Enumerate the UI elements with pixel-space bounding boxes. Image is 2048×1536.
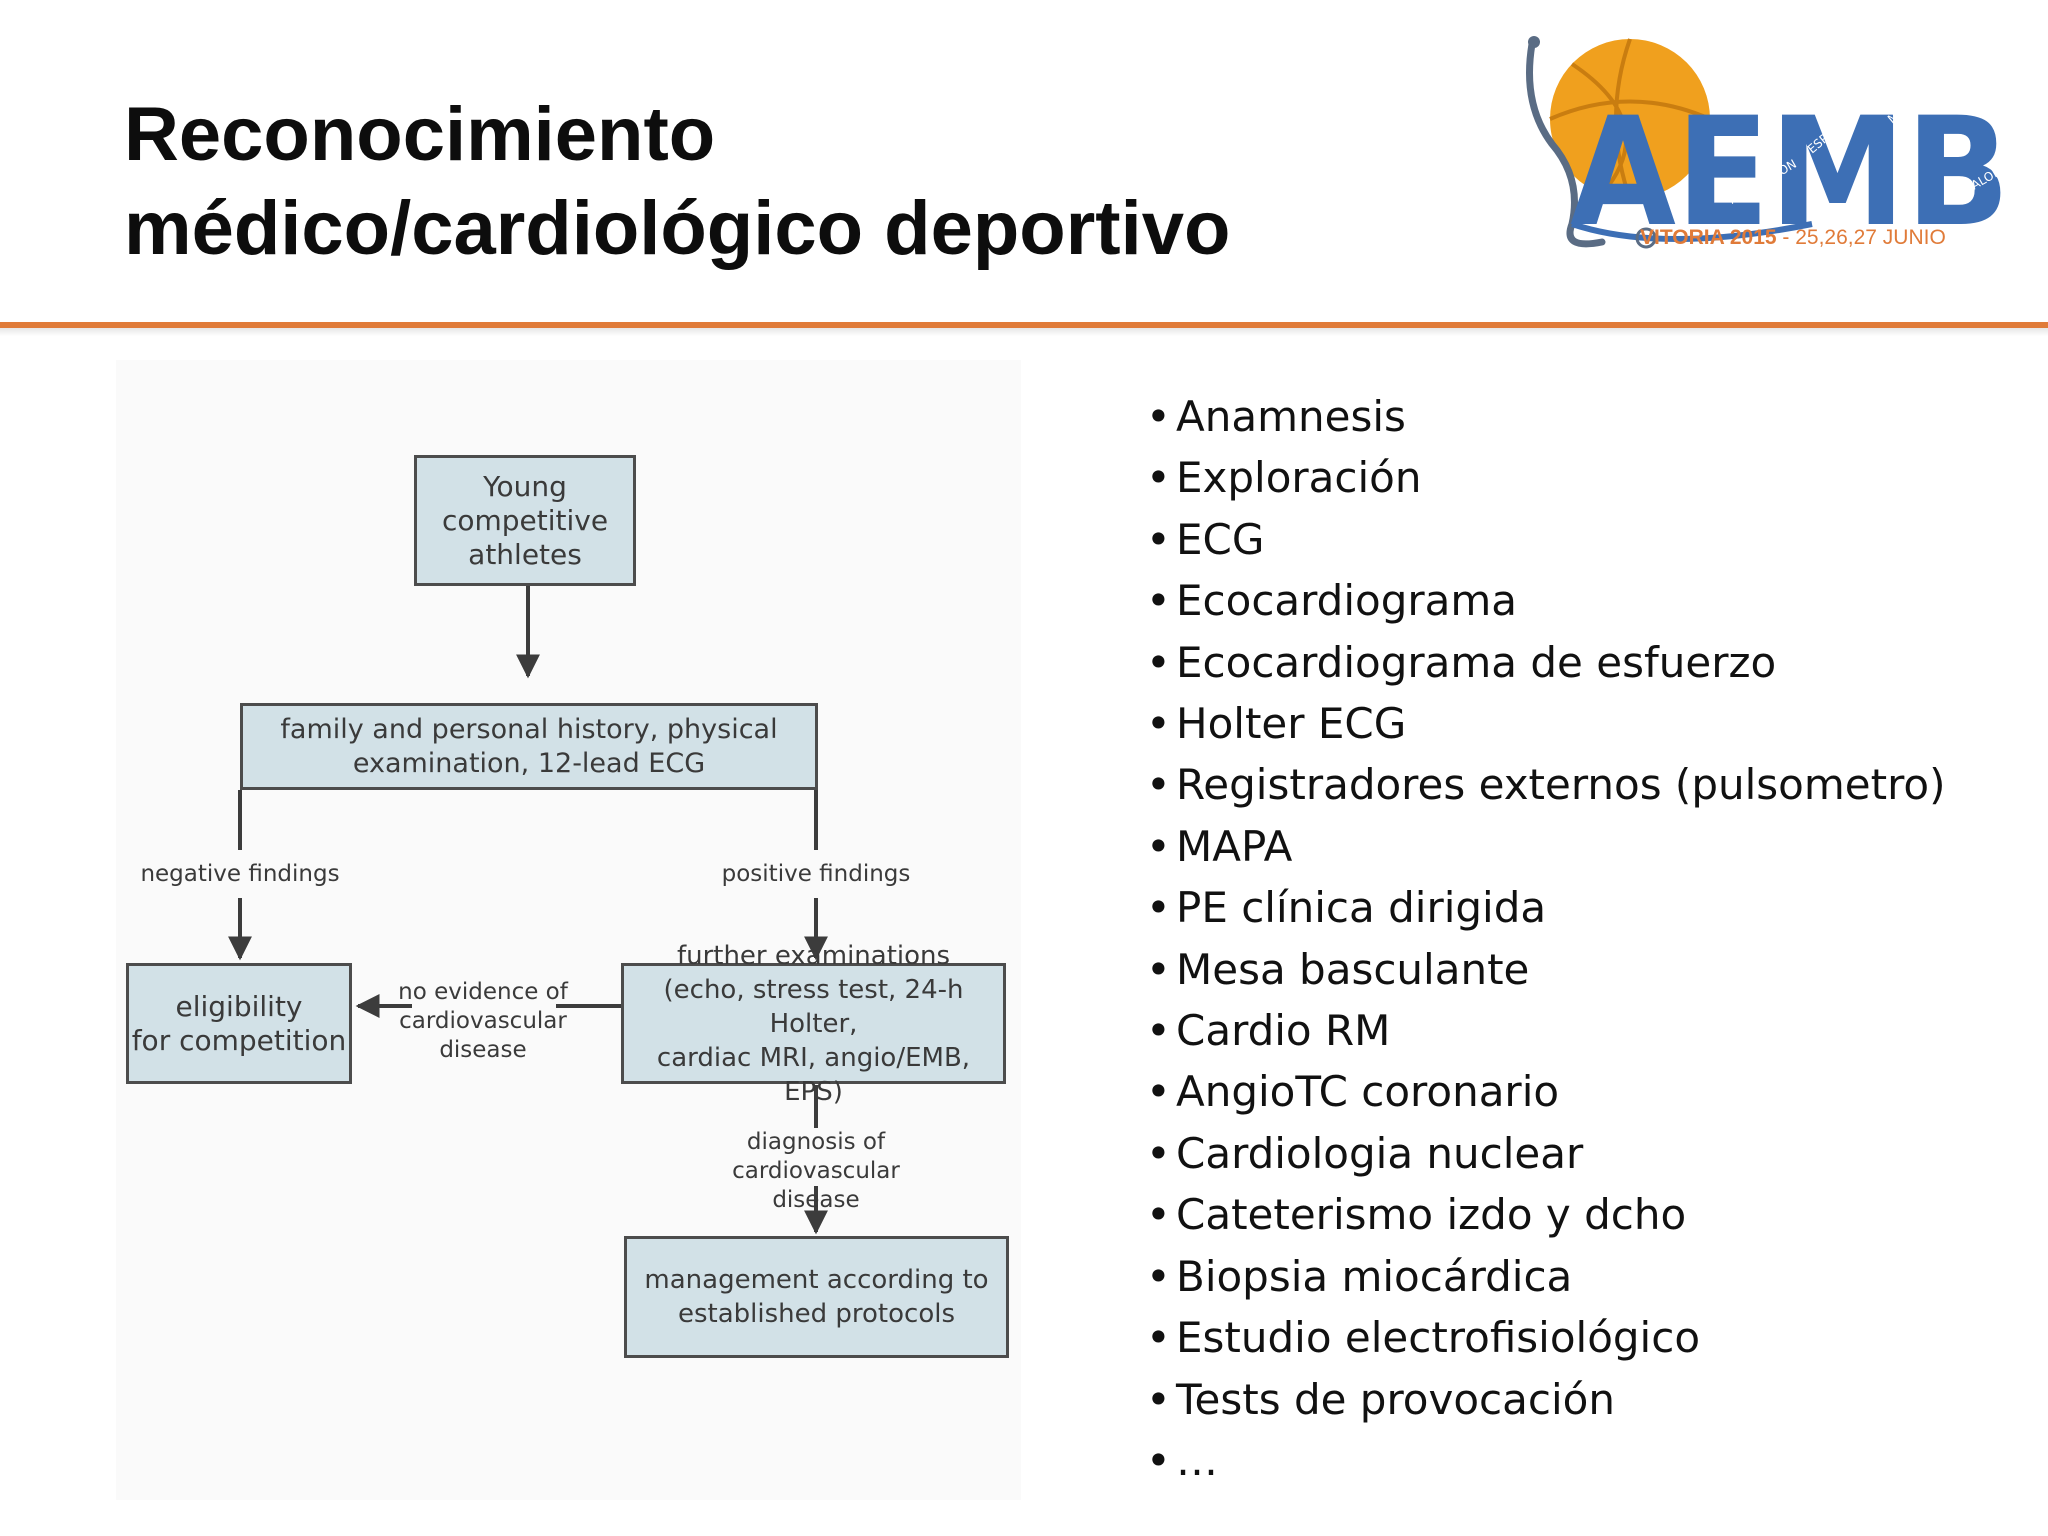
- label-no-evidence-line-1: no evidence of: [398, 979, 568, 1005]
- stethoscope-icon: [1526, 40, 1606, 248]
- list-item-text: MAPA: [1176, 821, 1293, 871]
- node-history-exam-line-1: family and personal history, physical: [280, 713, 778, 745]
- node-eligibility-line-1: eligibility: [175, 989, 303, 1023]
- node-management-line-1: management according to: [644, 1265, 989, 1295]
- list-item-text: Tests de provocación: [1176, 1374, 1615, 1424]
- bullet-glyph: •: [1146, 392, 1171, 441]
- list-item: •Exploración: [1146, 447, 2026, 508]
- list-item: •Holter ECG: [1146, 693, 2026, 754]
- list-item-text: Exploración: [1176, 453, 1422, 503]
- list-item-text: Ecocardiograma de esfuerzo: [1176, 637, 1777, 687]
- header-divider-shadow: [0, 328, 2048, 336]
- bullet-glyph: •: [1146, 453, 1171, 503]
- node-further-exams: further examinations (echo, stress test,…: [621, 941, 1006, 1107]
- label-positive-findings: positive findings: [721, 861, 911, 887]
- list-item: •Registradores externos (pulsometro): [1146, 754, 2026, 815]
- label-negative-findings: negative findings: [140, 861, 340, 887]
- node-further-exams-line-1: further examinations: [676, 940, 951, 971]
- logo-letters: AEMB: [1570, 86, 2010, 260]
- node-young-athletes-line-2: competitive: [441, 503, 609, 537]
- bullet-glyph: •: [1146, 883, 1171, 933]
- list-item-text: Biopsia miocárdica: [1176, 1251, 1573, 1301]
- bullet-glyph: •: [1146, 514, 1171, 564]
- list-item: •Anamnesis: [1146, 386, 2026, 447]
- bullet-glyph: •: [1146, 1313, 1171, 1363]
- bullet-glyph: •: [1146, 637, 1171, 687]
- node-further-exams-line-3: cardiac MRI, angio/EMB, EPS): [656, 1042, 971, 1107]
- list-item-text: ECG: [1176, 514, 1265, 564]
- list-item: •AngioTC coronario: [1146, 1061, 2026, 1122]
- list-item-text: Estudio electrofisiológico: [1176, 1313, 1701, 1363]
- list-item-text: Cateterismo izdo y dcho: [1176, 1190, 1687, 1240]
- bullet-glyph: •: [1146, 1006, 1171, 1056]
- bullet-glyph: •: [1146, 760, 1171, 810]
- aemb-logo-graphic: AEMB ASOCIACIÓN ESPAÑOLA MÉDICOS BALONCE…: [1526, 36, 2022, 260]
- node-young-athletes-line-3: athletes: [468, 537, 582, 571]
- list-item-text: …: [1176, 1435, 1218, 1485]
- list-item: •Biopsia miocárdica: [1146, 1246, 2026, 1307]
- list-item: •Mesa basculante: [1146, 939, 2026, 1000]
- bullet-glyph: •: [1146, 944, 1171, 994]
- bullet-glyph: •: [1146, 1435, 1171, 1485]
- list-item-text: PE clínica dirigida: [1176, 883, 1547, 933]
- list-item-text: Cardio RM: [1176, 1006, 1391, 1056]
- label-diagnosis-line-2: cardiovascular disease: [732, 1158, 900, 1213]
- list-item-text: Registradores externos (pulsometro): [1176, 760, 1946, 810]
- bullet-glyph: •: [1146, 1190, 1171, 1240]
- logo-caption-city: VITORIA 2015: [1640, 226, 1777, 249]
- list-item: •MAPA: [1146, 816, 2026, 877]
- bullet-glyph: •: [1146, 1374, 1171, 1424]
- list-item: •Ecocardiograma: [1146, 570, 2026, 631]
- list-item-text: Mesa basculante: [1176, 944, 1530, 994]
- node-management-line-2: established protocols: [677, 1299, 955, 1329]
- bullet-glyph: •: [1146, 576, 1171, 626]
- node-history-exam-line-2: examination, 12-lead ECG: [352, 747, 706, 779]
- header-divider: [0, 322, 2048, 328]
- label-no-evidence: no evidence of cardiovascular disease: [398, 978, 568, 1065]
- bullet-glyph: •: [1146, 1251, 1171, 1301]
- logo-caption: VITORIA 2015 - 25,26,27 JUNIO: [1640, 226, 2020, 250]
- exam-list: •Anamnesis •Exploración •ECG •Ecocardiog…: [1146, 386, 2026, 1491]
- list-item-text: Anamnesis: [1176, 392, 1406, 441]
- list-item: •Tests de provocación: [1146, 1369, 2026, 1430]
- list-item-text: Ecocardiograma: [1176, 576, 1518, 626]
- list-item-text: AngioTC coronario: [1176, 1067, 1560, 1117]
- label-no-evidence-line-2: cardiovascular: [399, 1008, 567, 1034]
- label-diagnosis-line-1: diagnosis of: [746, 1129, 886, 1155]
- node-further-exams-line-2: (echo, stress test, 24-h Holter,: [663, 974, 964, 1039]
- list-item: •PE clínica dirigida: [1146, 877, 2026, 938]
- list-item: •Estudio electrofisiológico: [1146, 1307, 2026, 1368]
- list-item: •Ecocardiograma de esfuerzo: [1146, 632, 2026, 693]
- node-eligibility-line-2: for competition: [131, 1023, 347, 1057]
- list-item-text: Holter ECG: [1176, 699, 1407, 749]
- bullet-glyph: •: [1146, 1067, 1171, 1117]
- node-young-athletes-line-1: Young: [483, 469, 567, 503]
- list-item: •Cardio RM: [1146, 1000, 2026, 1061]
- title-line-2: médico/cardiológico deportivo: [124, 186, 1231, 271]
- node-management: management according to established prot…: [624, 1236, 1009, 1358]
- bullet-glyph: •: [1146, 1128, 1171, 1178]
- bullet-glyph: •: [1146, 821, 1171, 871]
- node-eligibility: eligibility for competition: [126, 963, 352, 1084]
- title-line-1: Reconocimiento: [124, 92, 716, 177]
- list-item: •…: [1146, 1430, 2026, 1491]
- bullet-glyph: •: [1146, 699, 1171, 749]
- list-item: •Cateterismo izdo y dcho: [1146, 1184, 2026, 1245]
- logo-caption-dates: - 25,26,27 JUNIO: [1776, 226, 1946, 249]
- list-item-text: Cardiologia nuclear: [1176, 1128, 1584, 1178]
- list-item: •Cardiologia nuclear: [1146, 1123, 2026, 1184]
- node-young-athletes: Young competitive athletes: [414, 455, 636, 586]
- list-item: •ECG: [1146, 509, 2026, 570]
- label-no-evidence-line-3: disease: [439, 1037, 527, 1063]
- aemb-logo: AEMB ASOCIACIÓN ESPAÑOLA MÉDICOS BALONCE…: [1512, 14, 2022, 264]
- node-history-exam: family and personal history, physical ex…: [240, 703, 818, 790]
- slide-title: Reconocimiento médico/cardiológico depor…: [124, 88, 1424, 276]
- label-diagnosis: diagnosis of cardiovascular disease: [686, 1128, 946, 1215]
